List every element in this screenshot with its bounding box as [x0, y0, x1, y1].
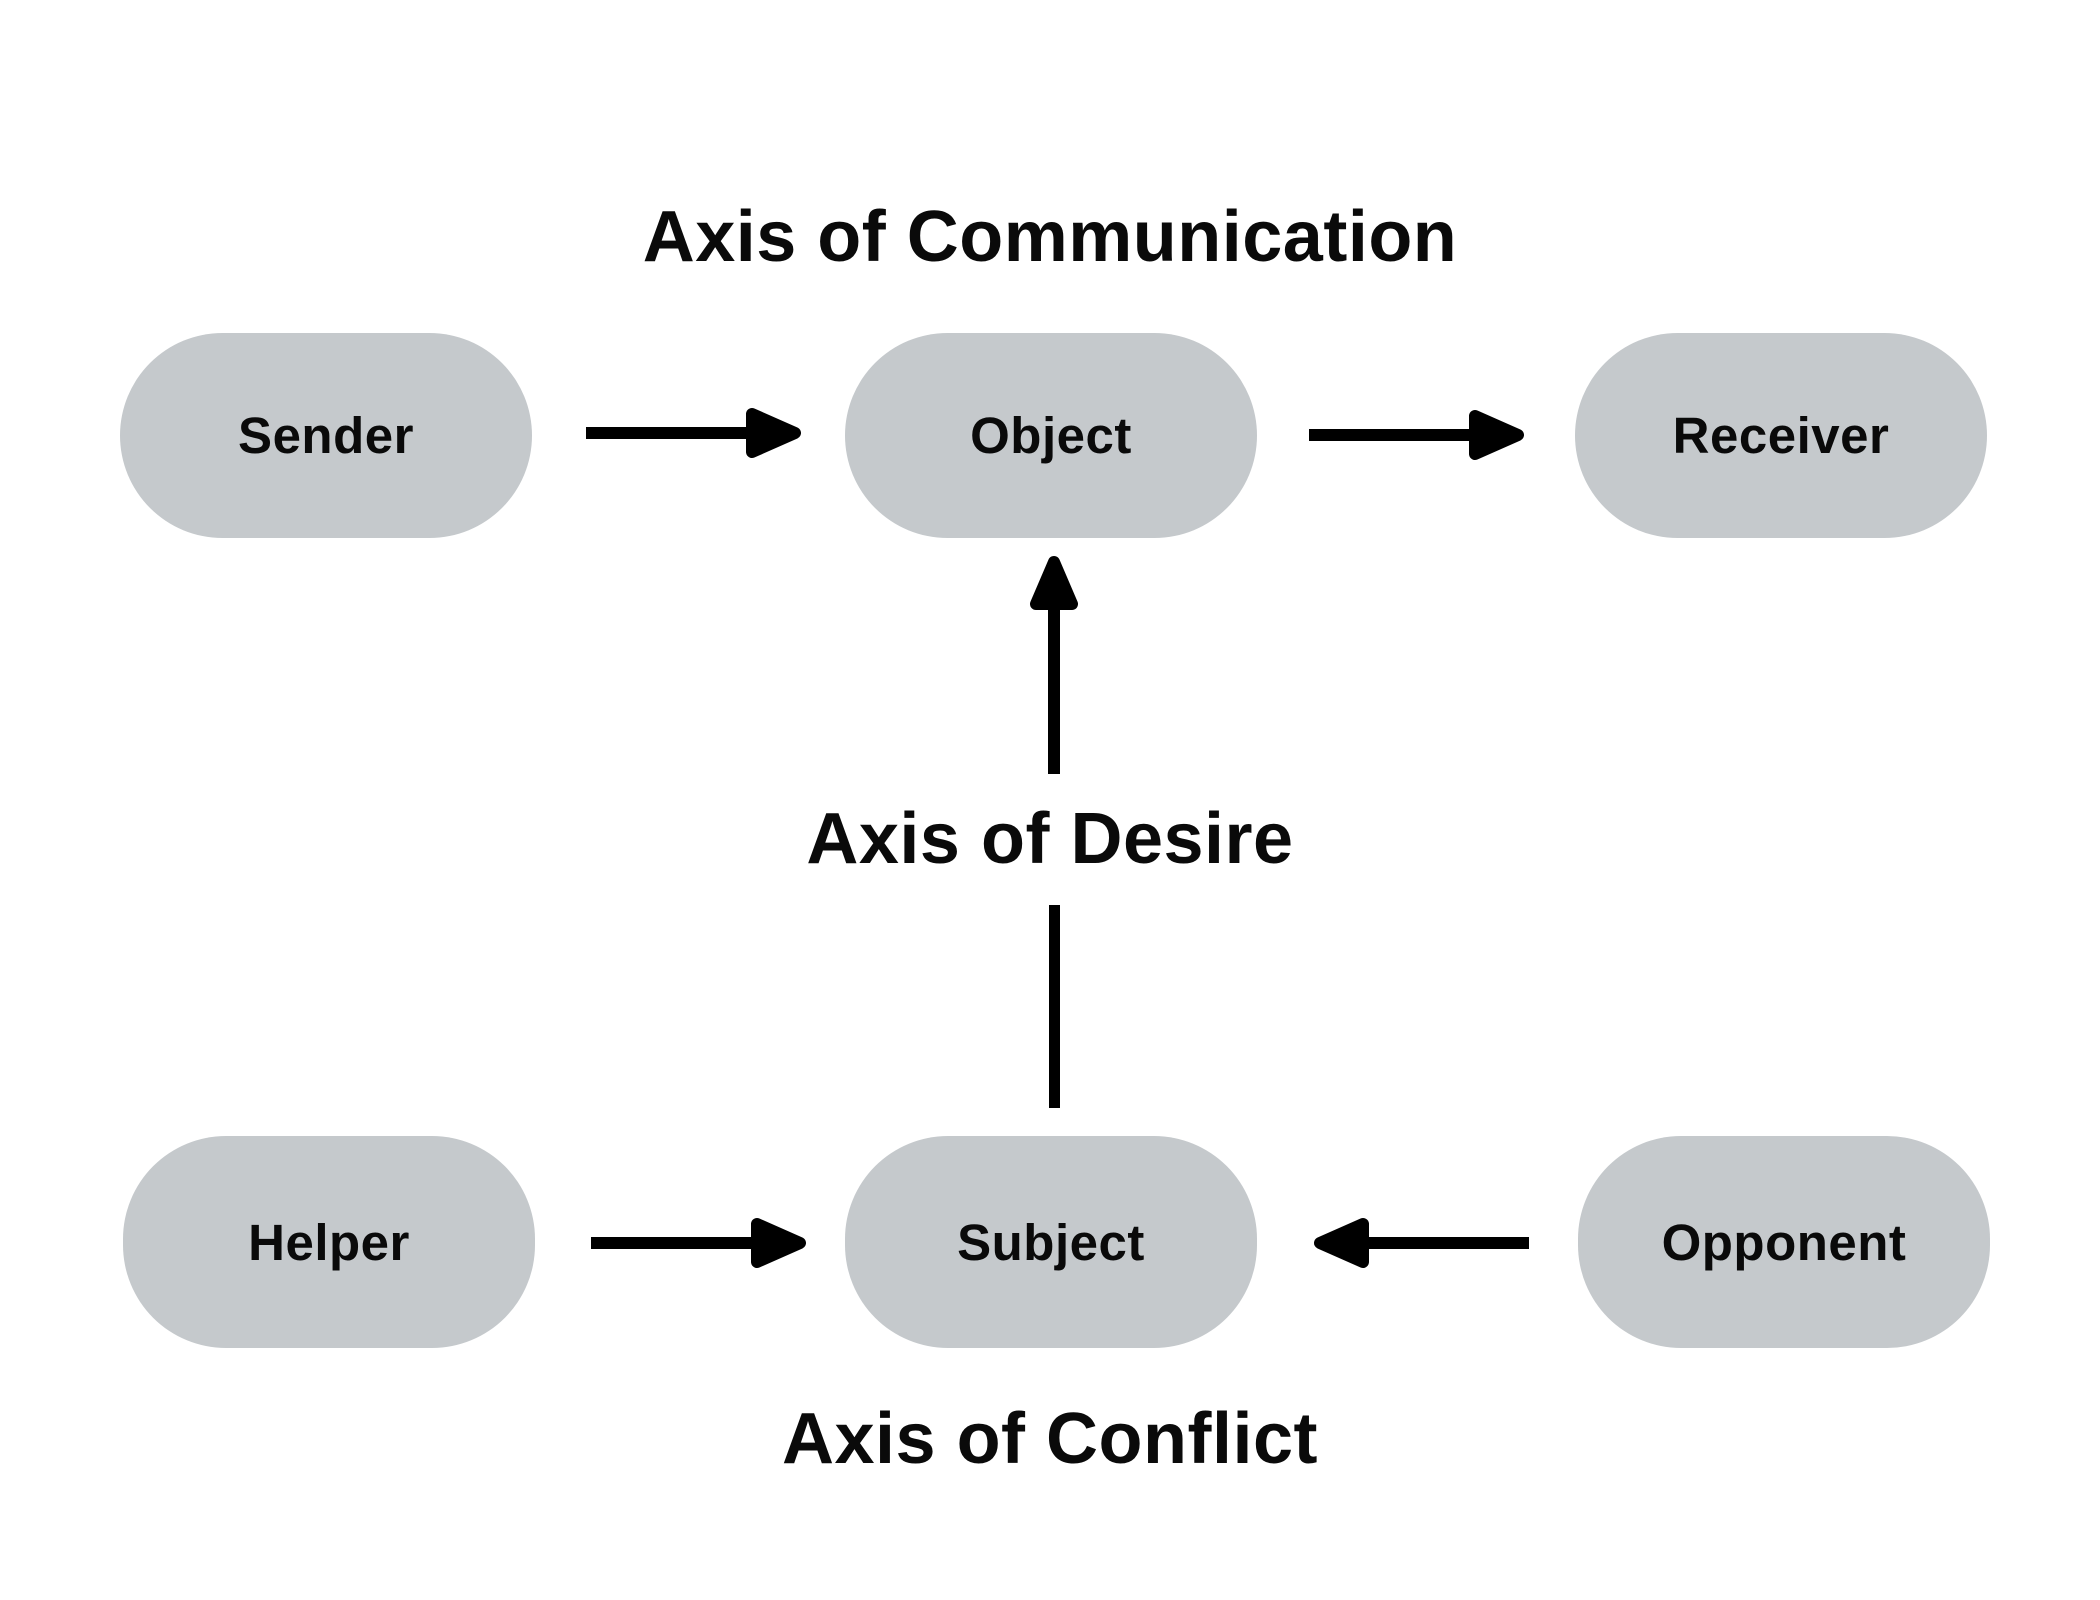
node-sender: Sender [120, 333, 532, 538]
node-object: Object [845, 333, 1257, 538]
node-subject: Subject [845, 1136, 1257, 1348]
node-object-label: Object [970, 407, 1132, 464]
axis-of-communication-title: Axis of Communication [642, 197, 1458, 277]
axis-of-desire-line-segment [1049, 905, 1060, 1108]
node-opponent: Opponent [1578, 1136, 1990, 1348]
node-receiver: Receiver [1575, 333, 1987, 538]
axis-of-conflict-label: Axis of Conflict [781, 1399, 1318, 1479]
arrow-sender-to-object-icon [586, 408, 801, 458]
node-helper-label: Helper [248, 1213, 410, 1271]
arrow-subject-to-object-icon [1030, 556, 1078, 774]
node-sender-label: Sender [238, 407, 414, 464]
node-opponent-label: Opponent [1661, 1213, 1907, 1271]
arrow-opponent-to-subject-icon [1314, 1218, 1529, 1268]
node-helper: Helper [123, 1136, 535, 1348]
node-subject-label: Subject [957, 1213, 1145, 1271]
node-receiver-label: Receiver [1672, 407, 1890, 464]
axis-of-desire-label: Axis of Desire [806, 799, 1294, 879]
arrow-helper-to-subject-icon [591, 1218, 806, 1268]
arrow-object-to-receiver-icon [1309, 410, 1524, 460]
